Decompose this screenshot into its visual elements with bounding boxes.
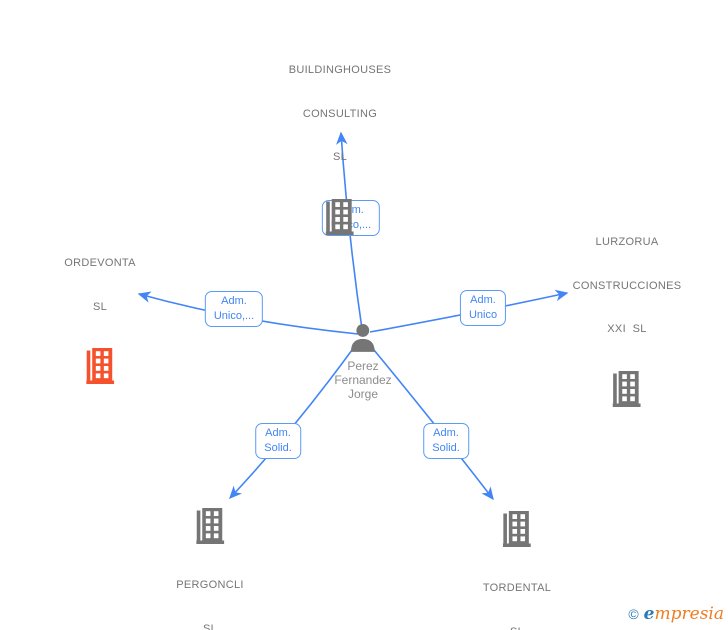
node-pergoncli-sl[interactable]: PERGONCLI SL — [176, 508, 244, 630]
edge-label-adm-unico-left[interactable]: Adm. Unico,... — [204, 291, 264, 327]
edge-label-line: Solid. — [432, 442, 460, 454]
edge-label-line: Solid. — [264, 442, 292, 454]
edge-label-line: Adm. — [433, 427, 459, 439]
company-name-label: BUILDINGHOUSES CONSULTING SL — [288, 64, 392, 163]
building-icon — [196, 508, 224, 544]
edge-label-adm-unico-right[interactable]: Adm. Unico — [459, 290, 507, 326]
edge-label-adm-solid-right[interactable]: Adm. Solid. — [423, 423, 469, 459]
company-name-label: LURZORUA CONSTRUCCIONES XXI SL — [572, 236, 682, 335]
node-buildinghouses-consulting-sl[interactable]: BUILDINGHOUSES CONSULTING SL — [289, 34, 392, 235]
edge-label-line: Unico — [468, 309, 498, 321]
edge-label-adm-solid-left[interactable]: Adm. Solid. — [255, 423, 301, 459]
edge-label-line: Adm. — [470, 294, 496, 306]
building-icon — [325, 198, 354, 235]
company-name-label: ORDEVONTA SL — [64, 257, 136, 313]
person-icon — [351, 324, 375, 352]
company-name-label: TORDENTAL SL — [482, 582, 552, 630]
person-name-label: Perez Fernandez Jorge — [334, 359, 392, 401]
node-perez-fernandez-jorge[interactable]: Perez Fernandez Jorge — [334, 323, 392, 401]
brand-logo-e: e — [643, 604, 655, 624]
brand-logo-rest: mpresia — [654, 604, 725, 624]
copyright-icon: © — [628, 606, 639, 622]
brand-logo: empresia — [644, 604, 724, 624]
edge-label-line: Unico,... — [213, 310, 255, 322]
node-lurzorua-construcciones-xxi-sl[interactable]: LURZORUA CONSTRUCCIONES XXI SL — [573, 206, 682, 407]
node-ordevonta-sl[interactable]: ORDEVONTA SL — [64, 227, 136, 384]
edge-label-line: Adm. — [221, 295, 247, 307]
watermark: © empresia — [628, 604, 724, 624]
building-icon-highlighted — [86, 348, 114, 384]
building-icon — [503, 511, 531, 547]
building-icon — [613, 370, 641, 407]
node-tordental-sl[interactable]: TORDENTAL SL — [483, 511, 551, 630]
edge-label-line: Adm. — [265, 427, 291, 439]
company-name-label: PERGONCLI SL — [176, 579, 244, 630]
